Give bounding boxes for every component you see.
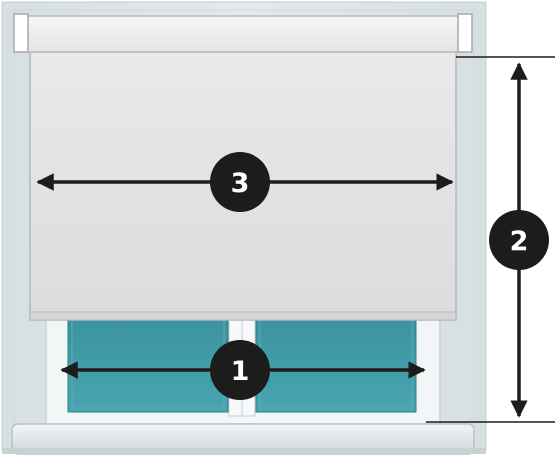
sill-under (2, 448, 486, 454)
badge-1: 1 (210, 340, 270, 400)
badge-3-label: 3 (231, 168, 250, 199)
badge-2: 2 (489, 210, 549, 270)
window-pane-left (67, 315, 229, 413)
badge-3: 3 (210, 152, 270, 212)
bracket-left (13, 13, 29, 53)
blind-bottom-rail (29, 311, 457, 321)
blind-cassette (23, 15, 465, 53)
bracket-right (457, 13, 473, 53)
window-pane-right (255, 315, 417, 413)
badge-1-label: 1 (231, 356, 250, 387)
badge-2-label: 2 (510, 226, 529, 257)
